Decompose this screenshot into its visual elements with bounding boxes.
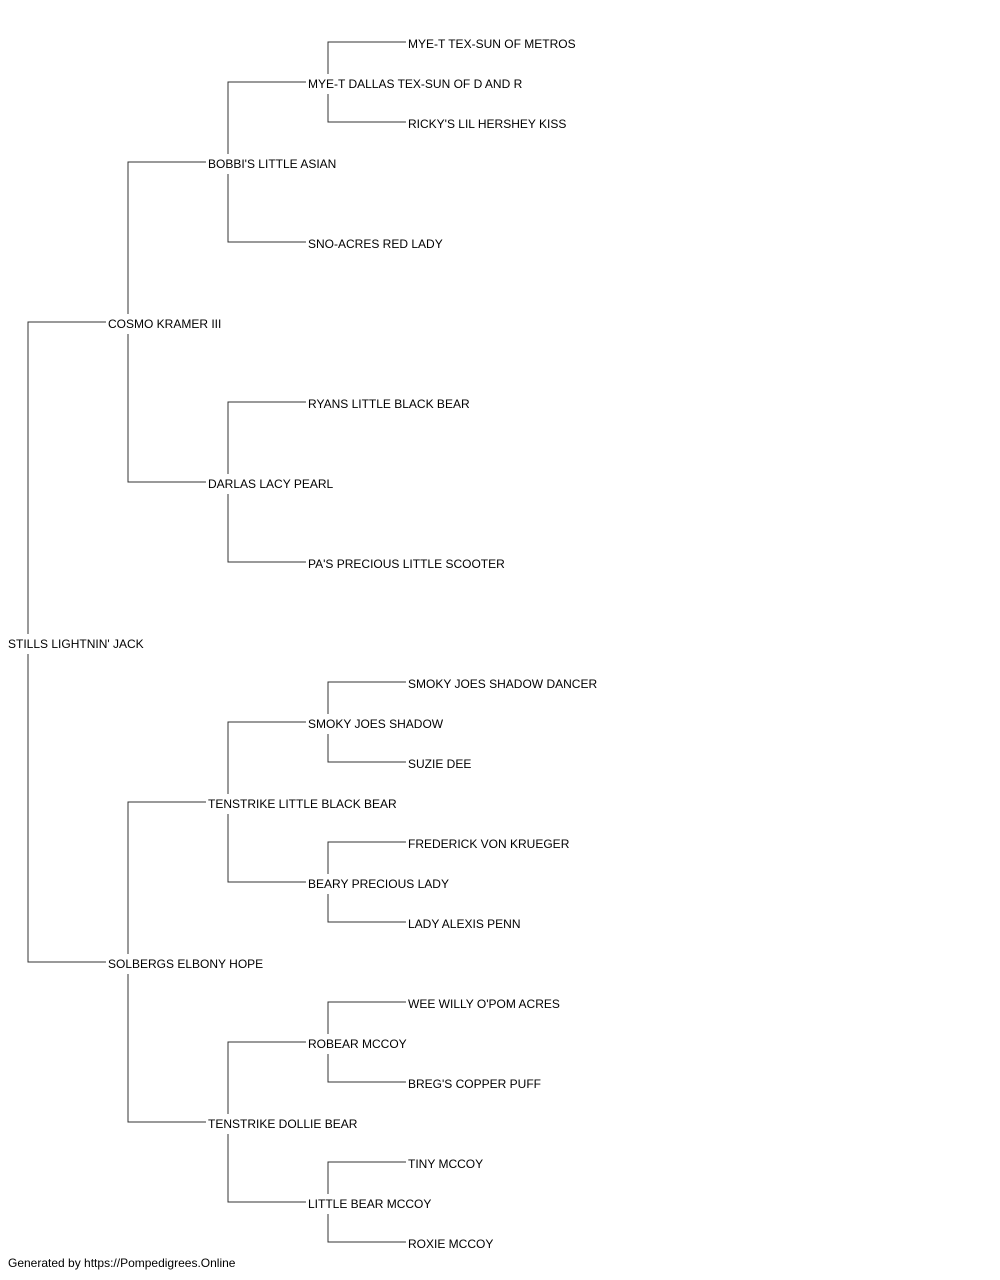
- pedigree-node-subject-dam-dam-dam-dam: ROXIE MCCOY: [408, 1237, 493, 1251]
- pedigree-node-subject-dam-dam-sire-sire: WEE WILLY O'POM ACRES: [408, 997, 560, 1011]
- connector-subject-dam-dam-sire-sire: [327, 1001, 406, 1034]
- connector-subject-sire-sire: [127, 161, 206, 314]
- pedigree-node-subject-sire-sire-sire-sire: MYE-T TEX-SUN OF METROS: [408, 37, 576, 51]
- pedigree-node-subject-dam: SOLBERGS ELBONY HOPE: [108, 957, 263, 971]
- connector-subject-dam-sire-sire-dam: [327, 734, 406, 763]
- connector-subject-sire-sire-sire-sire: [327, 41, 406, 74]
- connector-subject-sire-sire-sire-dam: [327, 94, 406, 123]
- connector-subject-dam-dam-dam-sire: [327, 1161, 406, 1194]
- footer-credit: Generated by https://Pompedigrees.Online: [8, 1256, 236, 1270]
- pedigree-node-subject-sire-sire-sire: MYE-T DALLAS TEX-SUN OF D AND R: [308, 77, 523, 91]
- pedigree-node-subject-dam-sire-dam-dam: LADY ALEXIS PENN: [408, 917, 521, 931]
- connector-subject-dam-dam: [127, 974, 206, 1123]
- pedigree-node-subject-sire-dam: DARLAS LACY PEARL: [208, 477, 333, 491]
- connector-subject-dam-sire-dam-sire: [327, 841, 406, 874]
- connector-subject-dam-dam-sire: [227, 1041, 306, 1114]
- connector-subject-dam-dam-dam: [227, 1134, 306, 1203]
- pedigree-node-subject-dam-sire-sire: SMOKY JOES SHADOW: [308, 717, 444, 731]
- connector-subject-dam-dam-sire-dam: [327, 1054, 406, 1083]
- pedigree-node-subject-sire-sire: BOBBI'S LITTLE ASIAN: [208, 157, 336, 171]
- pedigree-node-subject-dam-dam-sire: ROBEAR MCCOY: [308, 1037, 407, 1051]
- connector-subject-dam-sire-sire-sire: [327, 681, 406, 714]
- connector-subject-sire-dam-dam: [227, 494, 306, 563]
- connector-subject-dam-dam-dam-dam: [327, 1214, 406, 1243]
- pedigree-node-subject-sire-dam-dam: PA'S PRECIOUS LITTLE SCOOTER: [308, 557, 505, 571]
- pedigree-node-subject-dam-sire-sire-sire: SMOKY JOES SHADOW DANCER: [408, 677, 597, 691]
- pedigree-node-subject-sire-dam-sire: RYANS LITTLE BLACK BEAR: [308, 397, 470, 411]
- connector-subject-sire-dam-sire: [227, 401, 306, 474]
- connector-subject-sire-sire-sire: [227, 81, 306, 154]
- connector-subject-dam: [27, 654, 106, 963]
- pedigree-node-subject-dam-dam: TENSTRIKE DOLLIE BEAR: [208, 1117, 358, 1131]
- pedigree-node-subject-dam-sire-sire-dam: SUZIE DEE: [408, 757, 471, 771]
- pedigree-node-subject-dam-sire-dam: BEARY PRECIOUS LADY: [308, 877, 449, 891]
- pedigree-node-subject: STILLS LIGHTNIN' JACK: [8, 637, 144, 651]
- pedigree-node-subject-sire-sire-dam: SNO-ACRES RED LADY: [308, 237, 443, 251]
- pedigree-node-subject-sire-sire-sire-dam: RICKY'S LIL HERSHEY KISS: [408, 117, 566, 131]
- connector-subject-dam-sire-sire: [227, 721, 306, 794]
- pedigree-node-subject-dam-dam-sire-dam: BREG'S COPPER PUFF: [408, 1077, 541, 1091]
- connector-subject-dam-sire: [127, 801, 206, 954]
- pedigree-node-subject-dam-dam-dam: LITTLE BEAR MCCOY: [308, 1197, 431, 1211]
- connector-subject-sire-dam: [127, 334, 206, 483]
- connector-subject-dam-sire-dam: [227, 814, 306, 883]
- pedigree-node-subject-dam-dam-dam-sire: TINY MCCOY: [408, 1157, 483, 1171]
- pedigree-node-subject-dam-sire-dam-sire: FREDERICK VON KRUEGER: [408, 837, 570, 851]
- connector-subject-sire-sire-dam: [227, 174, 306, 243]
- connector-subject-dam-sire-dam-dam: [327, 894, 406, 923]
- connector-subject-sire: [27, 321, 106, 634]
- pedigree-node-subject-dam-sire: TENSTRIKE LITTLE BLACK BEAR: [208, 797, 397, 811]
- pedigree-node-subject-sire: COSMO KRAMER III: [108, 317, 221, 331]
